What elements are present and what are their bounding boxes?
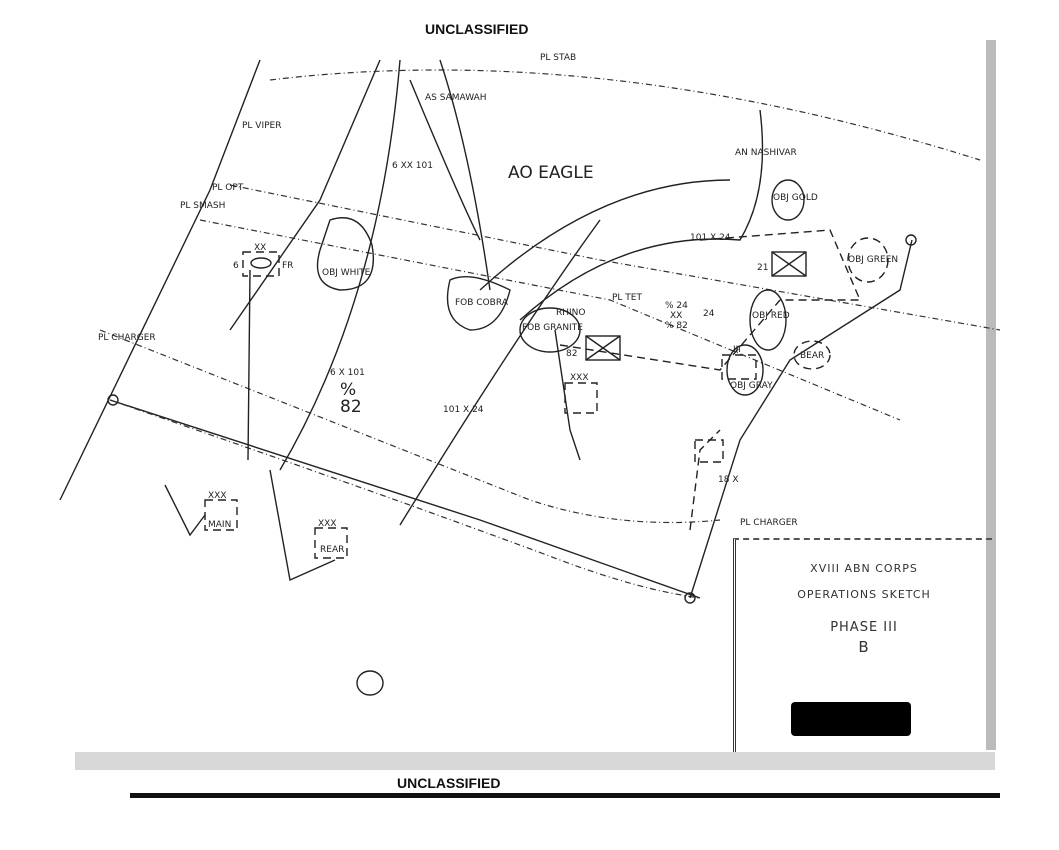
boundary-south (109, 399, 701, 599)
attack-axis (559, 299, 781, 371)
infantry-cross (771, 251, 807, 277)
title-line-1: XVIII ABN CORPS (810, 562, 918, 575)
unit-label: 101 X 24 (690, 233, 731, 243)
arrow-south (247, 269, 251, 461)
hq-symbol (204, 499, 238, 531)
unit-label: REAR (320, 545, 344, 555)
unit-symbol (242, 251, 280, 277)
pl-charger-line (109, 399, 701, 599)
unit-label: % 24 (665, 301, 688, 311)
unit-label: XXX (318, 519, 337, 529)
unit-label: XX (670, 311, 682, 321)
unit-label: FR (282, 261, 293, 271)
unit-label: 6 X 101 (330, 368, 365, 378)
river-line (439, 59, 491, 291)
unit-label: 82 (566, 349, 577, 359)
scan-edge-right (986, 40, 996, 750)
obj-gold-label: OBJ GOLD (773, 193, 818, 203)
title-line-2: OPERATIONS SKETCH (797, 588, 931, 601)
pl-smash: PL SMASH (180, 201, 225, 211)
pl-charger-dash (99, 329, 721, 524)
route-south-dash (689, 429, 721, 531)
boundary-east (689, 239, 913, 599)
pl-charger-west: PL CHARGER (98, 333, 156, 343)
obj-gray-label: OBJ GRAY (730, 381, 773, 391)
unit-label: 21 (757, 263, 768, 273)
unit-label: 18 X (718, 475, 738, 485)
unit-label: 6 XX 101 (392, 161, 433, 171)
hq-symbol (564, 382, 598, 414)
route-east-2 (519, 109, 764, 321)
obj-green-outline (847, 237, 889, 283)
unit-symbol-ellipse (250, 257, 272, 269)
pl-tet: PL TET (612, 293, 642, 303)
unit-label: XX (254, 243, 266, 253)
obj-white-label: OBJ WHITE (322, 268, 371, 278)
cp-flags (164, 469, 336, 582)
area-label: AO EAGLE (508, 163, 594, 183)
pl-tet-line (229, 184, 1001, 331)
unit-label: % 82 (665, 321, 688, 331)
pl-viper: PL VIPER (242, 121, 281, 131)
boundary-west (59, 59, 261, 501)
route-north (409, 79, 481, 241)
axis-line-2 (279, 59, 401, 471)
classification-top: UNCLASSIFIED (425, 21, 529, 37)
classification-bottom: UNCLASSIFIED (397, 775, 501, 791)
title-line-3: PHASE III (830, 620, 898, 635)
unit-symbol-xx (771, 251, 807, 277)
unit-symbol (694, 439, 724, 463)
unit-label: XXX (570, 373, 589, 383)
fob-granite-label: FOB GRANITE (522, 323, 583, 333)
checkpoint-marker (684, 592, 696, 604)
unit-label: MAIN (208, 520, 231, 530)
axis-line-3 (399, 219, 601, 526)
attack-axis-2 (699, 229, 862, 301)
route-east (479, 179, 731, 291)
unit-symbol-xx (585, 335, 621, 361)
unit-symbol-iii (721, 354, 757, 380)
pl-stab: PL STAB (540, 53, 576, 63)
scan-bar-bottom (130, 793, 1000, 798)
pl-smash-line (199, 219, 901, 421)
pl-opt: PL OPT (212, 183, 244, 193)
place-nasiriyah: AN NASHIVAR (735, 148, 797, 158)
unit-label: 24 (703, 309, 715, 319)
unit-label: 101 X 24 (443, 405, 484, 415)
infantry-cross (585, 335, 621, 361)
axis-line-1 (229, 59, 381, 331)
fob-cobra-outline (446, 275, 511, 331)
unit-label: XXX (208, 491, 227, 501)
obj-gold-outline (771, 179, 805, 221)
bear-outline (793, 340, 831, 370)
sketch-title-block: XVIII ABN CORPS OPERATIONS SKETCH PHASE … (733, 538, 992, 752)
obj-white-outline (316, 217, 374, 291)
obj-green-label: OBJ GREEN (848, 255, 898, 265)
unit-label: % (340, 380, 356, 400)
unit-label: III (733, 345, 741, 355)
checkpoint-marker (107, 394, 119, 406)
bear-label: BEAR (800, 351, 824, 361)
hq-symbol (314, 527, 348, 559)
scan-noise-bottom (75, 752, 995, 770)
checkpoint-marker (905, 234, 917, 246)
line-granite (554, 329, 581, 461)
obj-red-outline (749, 289, 787, 351)
obj-red-label: OBJ RED (752, 311, 790, 321)
pl-charger-east: PL CHARGER (740, 518, 798, 528)
unit-label: 6 (233, 261, 239, 271)
fob-cobra-label: FOB COBRA (455, 298, 509, 308)
obj-gray-outline (726, 344, 764, 396)
rhino-label: RHINO (556, 308, 586, 318)
title-line-4: B (858, 638, 870, 656)
fob-granite-outline (519, 307, 581, 353)
unit-label: 82 (340, 397, 362, 417)
circle-marker (356, 670, 384, 696)
place-samawah: AS SAMAWAH (425, 93, 487, 103)
pl-stab-line (269, 69, 981, 161)
redaction-mark (791, 702, 911, 736)
